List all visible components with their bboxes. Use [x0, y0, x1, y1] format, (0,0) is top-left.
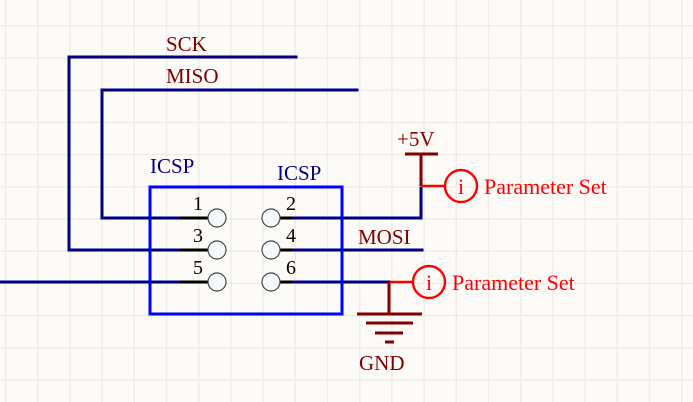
net-label-mosi[interactable]: MOSI [358, 225, 411, 249]
info-icon [443, 168, 479, 204]
info-icon-glyph: i [426, 270, 432, 295]
info-icon-glyph: i [458, 174, 464, 199]
pin-1-circle [207, 208, 227, 228]
pin-2[interactable]: 2 [261, 193, 296, 228]
parameter-set-label: Parameter Set [452, 270, 575, 295]
parameter-set-gnd[interactable]: i Parameter Set [390, 264, 575, 300]
pin-5-circle [207, 272, 227, 292]
pin-5-number: 5 [193, 257, 203, 279]
component-body[interactable] [148, 185, 344, 316]
pin-4[interactable]: 4 [261, 225, 296, 260]
component-comment[interactable]: ICSP [277, 161, 321, 185]
parameter-set-label: Parameter Set [484, 174, 607, 199]
pin-3-circle [207, 240, 227, 260]
info-icon [411, 264, 447, 300]
parameter-set-vcc[interactable]: i Parameter Set [422, 168, 607, 204]
pin-6[interactable]: 6 [261, 257, 296, 292]
pin-1[interactable]: 1 [180, 193, 227, 228]
wires [0, 55, 424, 284]
pin-3[interactable]: 3 [180, 225, 227, 260]
pin-2-number: 2 [286, 193, 296, 215]
pin-5[interactable]: 5 [180, 257, 227, 292]
component-icsp[interactable]: ICSP ICSP 1 3 5 2 4 [148, 154, 344, 316]
power-port-vcc[interactable]: +5V [397, 127, 438, 186]
pin-4-circle [261, 240, 281, 260]
component-designator[interactable]: ICSP [150, 154, 194, 178]
power-port-gnd-label: GND [359, 351, 405, 375]
pin-3-number: 3 [193, 225, 203, 247]
pin-6-circle [261, 272, 281, 292]
wire-mosi-vcc[interactable] [290, 186, 423, 220]
pin-1-number: 1 [193, 193, 203, 215]
pin-6-number: 6 [286, 257, 296, 279]
wire-sck[interactable] [67, 55, 298, 252]
power-port-vcc-label: +5V [397, 127, 435, 151]
pin-4-number: 4 [286, 225, 296, 247]
net-label-miso[interactable]: MISO [166, 64, 219, 88]
power-port-gnd[interactable]: GND [357, 282, 422, 375]
pin-2-circle [261, 208, 281, 228]
net-label-sck[interactable]: SCK [166, 32, 207, 56]
